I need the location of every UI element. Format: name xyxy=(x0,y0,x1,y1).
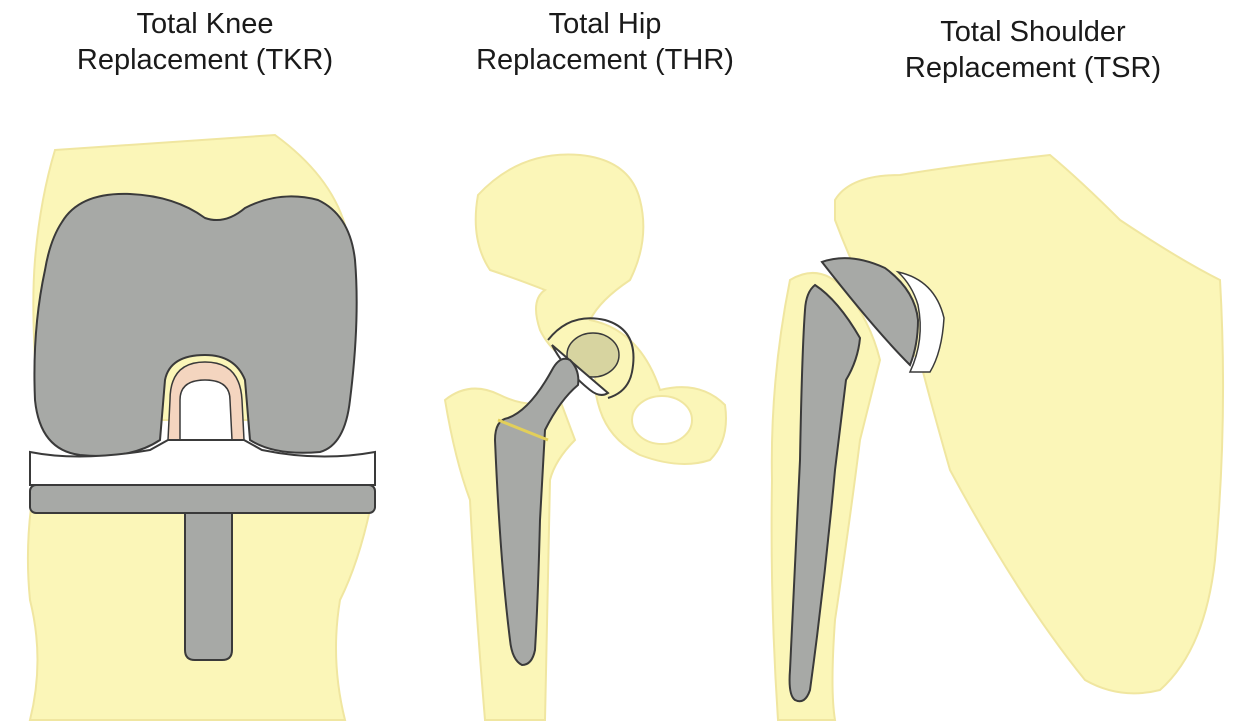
hip-obturator-foramen xyxy=(632,396,692,444)
knee-tibial-tray xyxy=(30,485,375,513)
hip-illustration xyxy=(445,155,726,721)
knee-tibial-stem xyxy=(185,513,232,660)
shoulder-scapula-bone xyxy=(835,155,1223,693)
knee-illustration xyxy=(28,135,375,720)
shoulder-illustration xyxy=(772,155,1223,720)
knee-post xyxy=(180,380,232,440)
